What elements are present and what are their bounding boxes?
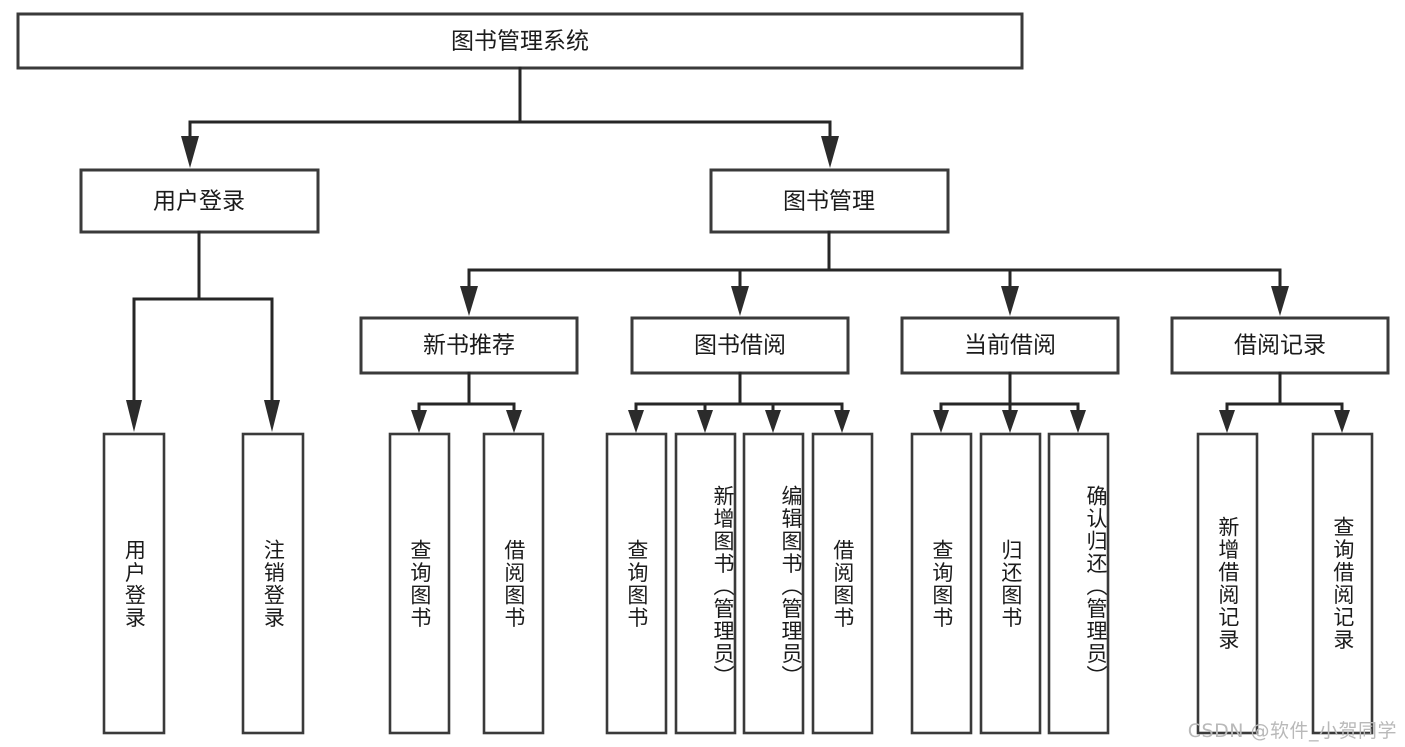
leaf-box-new-book-2[interactable]	[482, 432, 545, 735]
arrowhead-leaf-newbook-1	[411, 410, 427, 433]
arrowhead-leaf-borrowrecord-1	[1219, 410, 1235, 433]
arrowhead-leaf-borrowrecord-2	[1334, 410, 1350, 433]
arrowhead-to-current-borrow	[1001, 286, 1019, 316]
leaf-box-borrow-record-2[interactable]	[1311, 432, 1374, 735]
leaf-box-book-borrow-3[interactable]	[742, 432, 805, 735]
node-user-login-label: 用户登录	[153, 189, 245, 215]
arrowhead-leaf-user-login-1	[126, 400, 142, 432]
node-new-book-box[interactable]	[359, 316, 579, 375]
node-new-book-label: 新书推荐	[423, 333, 515, 359]
watermark-text: CSDN @软件_小贺同学	[1187, 720, 1397, 742]
arrowhead-leaf-bookborrow-1	[628, 410, 644, 433]
arrowhead-leaf-user-login-2	[264, 400, 280, 432]
leaf-box-user-login-1[interactable]	[102, 432, 166, 735]
leaf-box-current-borrow-2[interactable]	[979, 432, 1042, 735]
arrowhead-leaf-bookborrow-3	[765, 410, 781, 433]
leaf-box-user-login-2[interactable]	[241, 432, 305, 735]
node-current-borrow-label: 当前借阅	[964, 333, 1056, 359]
node-book-borrow-box[interactable]	[630, 316, 850, 375]
leaf-box-current-borrow-3[interactable]	[1047, 432, 1110, 735]
node-root-label: 图书管理系统	[451, 29, 589, 55]
leaf-box-new-book-1[interactable]	[388, 432, 451, 735]
arrowhead-to-user-login	[181, 136, 199, 168]
node-book-manage-box[interactable]	[709, 168, 950, 234]
leaf-box-current-borrow-1[interactable]	[910, 432, 973, 735]
arrowhead-to-borrow-record	[1271, 286, 1289, 316]
leaf-box-borrow-record-1[interactable]	[1196, 432, 1259, 735]
node-book-borrow-label: 图书借阅	[694, 333, 786, 359]
leaf-box-book-borrow-1[interactable]	[605, 432, 668, 735]
arrowhead-to-book-manage	[821, 136, 839, 168]
arrowhead-leaf-bookborrow-2	[697, 410, 713, 433]
arrowhead-leaf-bookborrow-4	[834, 410, 850, 433]
node-root-box[interactable]	[16, 12, 1024, 70]
arrowhead-leaf-currentborrow-2	[1002, 410, 1018, 433]
node-borrow-record-label: 借阅记录	[1234, 333, 1326, 359]
node-book-manage-label: 图书管理	[783, 189, 875, 215]
arrowhead-leaf-currentborrow-1	[933, 410, 949, 433]
leaf-box-book-borrow-2[interactable]	[674, 432, 737, 735]
node-borrow-record-box[interactable]	[1170, 316, 1390, 375]
arrowhead-to-book-borrow	[731, 286, 749, 316]
leaf-box-book-borrow-4[interactable]	[811, 432, 874, 735]
arrowhead-leaf-currentborrow-3	[1070, 410, 1086, 433]
arrowhead-leaf-newbook-2	[506, 410, 522, 433]
arrowhead-to-new-book	[460, 286, 478, 316]
node-current-borrow-box[interactable]	[900, 316, 1120, 375]
